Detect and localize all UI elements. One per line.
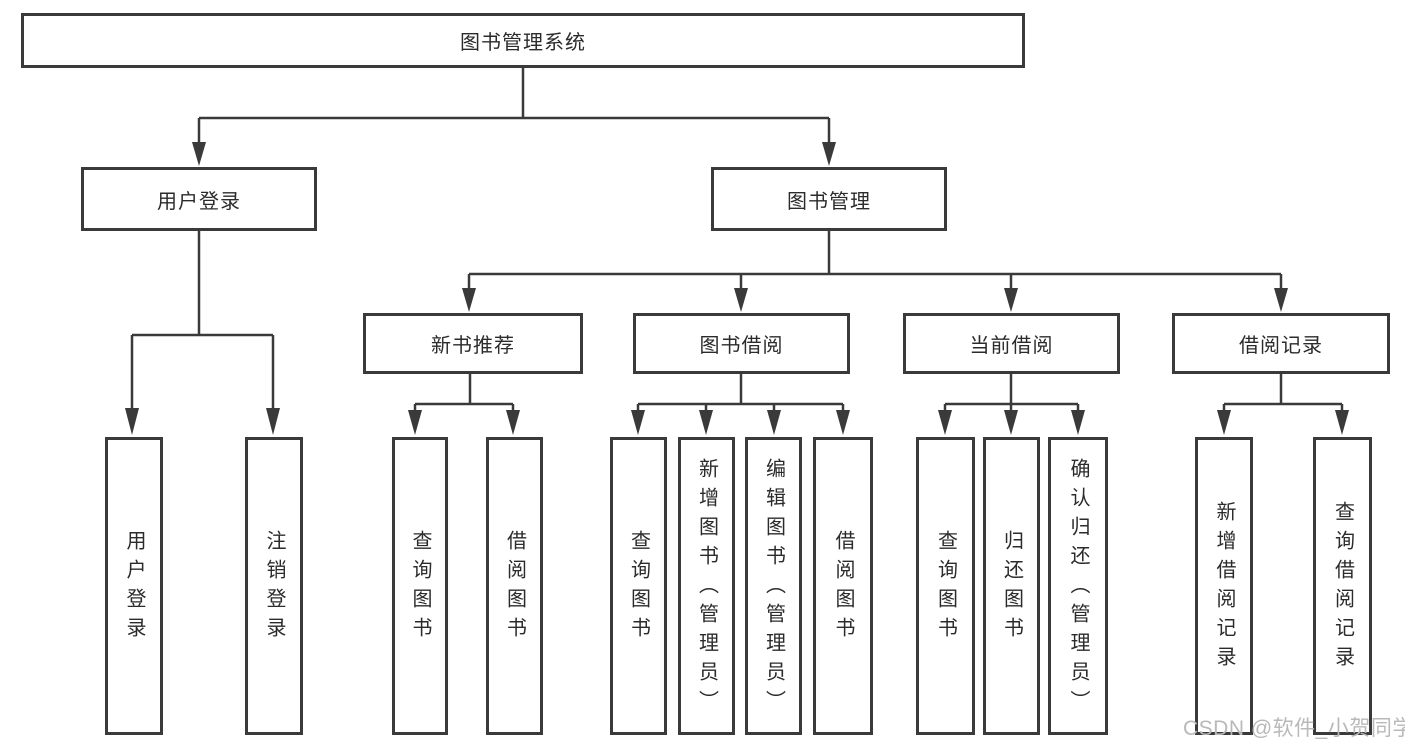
leaf-newbook-borrow-books: 借阅图书 (486, 437, 543, 735)
leaf-borrow-add-books-admin: 新增图书（管理员） (678, 437, 735, 735)
node-user-login: 用户登录 (81, 167, 317, 231)
leaf-borrow-query-books: 查询图书 (610, 437, 667, 735)
leaf-borrow-edit-books-admin: 编辑图书（管理员） (745, 437, 802, 735)
node-root-system: 图书管理系统 (21, 13, 1025, 68)
node-new-book-recommend-label: 新书推荐 (431, 335, 515, 357)
node-book-borrow: 图书借阅 (633, 313, 850, 374)
node-book-borrow-label: 图书借阅 (699, 335, 784, 357)
leaf-current-confirm-return-admin: 确认归还（管理员） (1048, 437, 1108, 735)
node-current-borrow-label: 当前借阅 (969, 335, 1054, 357)
csdn-watermark: CSDN @软件_小贺同学 (1183, 717, 1405, 740)
leaf-record-query-borrow-record: 查询借阅记录 (1313, 437, 1372, 735)
node-user-login-label: 用户登录 (157, 190, 241, 213)
node-book-management-label: 图书管理 (787, 190, 871, 213)
leaf-newbook-query-books: 查询图书 (392, 437, 448, 735)
node-borrow-record: 借阅记录 (1172, 313, 1390, 374)
node-new-book-recommend: 新书推荐 (363, 313, 583, 374)
leaf-borrow-borrow-books: 借阅图书 (813, 437, 873, 735)
arrowheads (125, 142, 1349, 435)
node-root-label: 图书管理系统 (460, 32, 586, 54)
leaf-record-add-borrow-record: 新增借阅记录 (1195, 437, 1253, 735)
leaf-user-login: 用户登录 (105, 437, 163, 735)
leaf-current-return-books: 归还图书 (983, 437, 1040, 735)
node-borrow-record-label: 借阅记录 (1239, 335, 1323, 357)
leaf-current-query-books: 查询图书 (916, 437, 975, 735)
node-book-management: 图书管理 (711, 167, 947, 231)
node-current-borrow: 当前借阅 (903, 313, 1120, 374)
leaf-logout: 注销登录 (245, 437, 303, 735)
